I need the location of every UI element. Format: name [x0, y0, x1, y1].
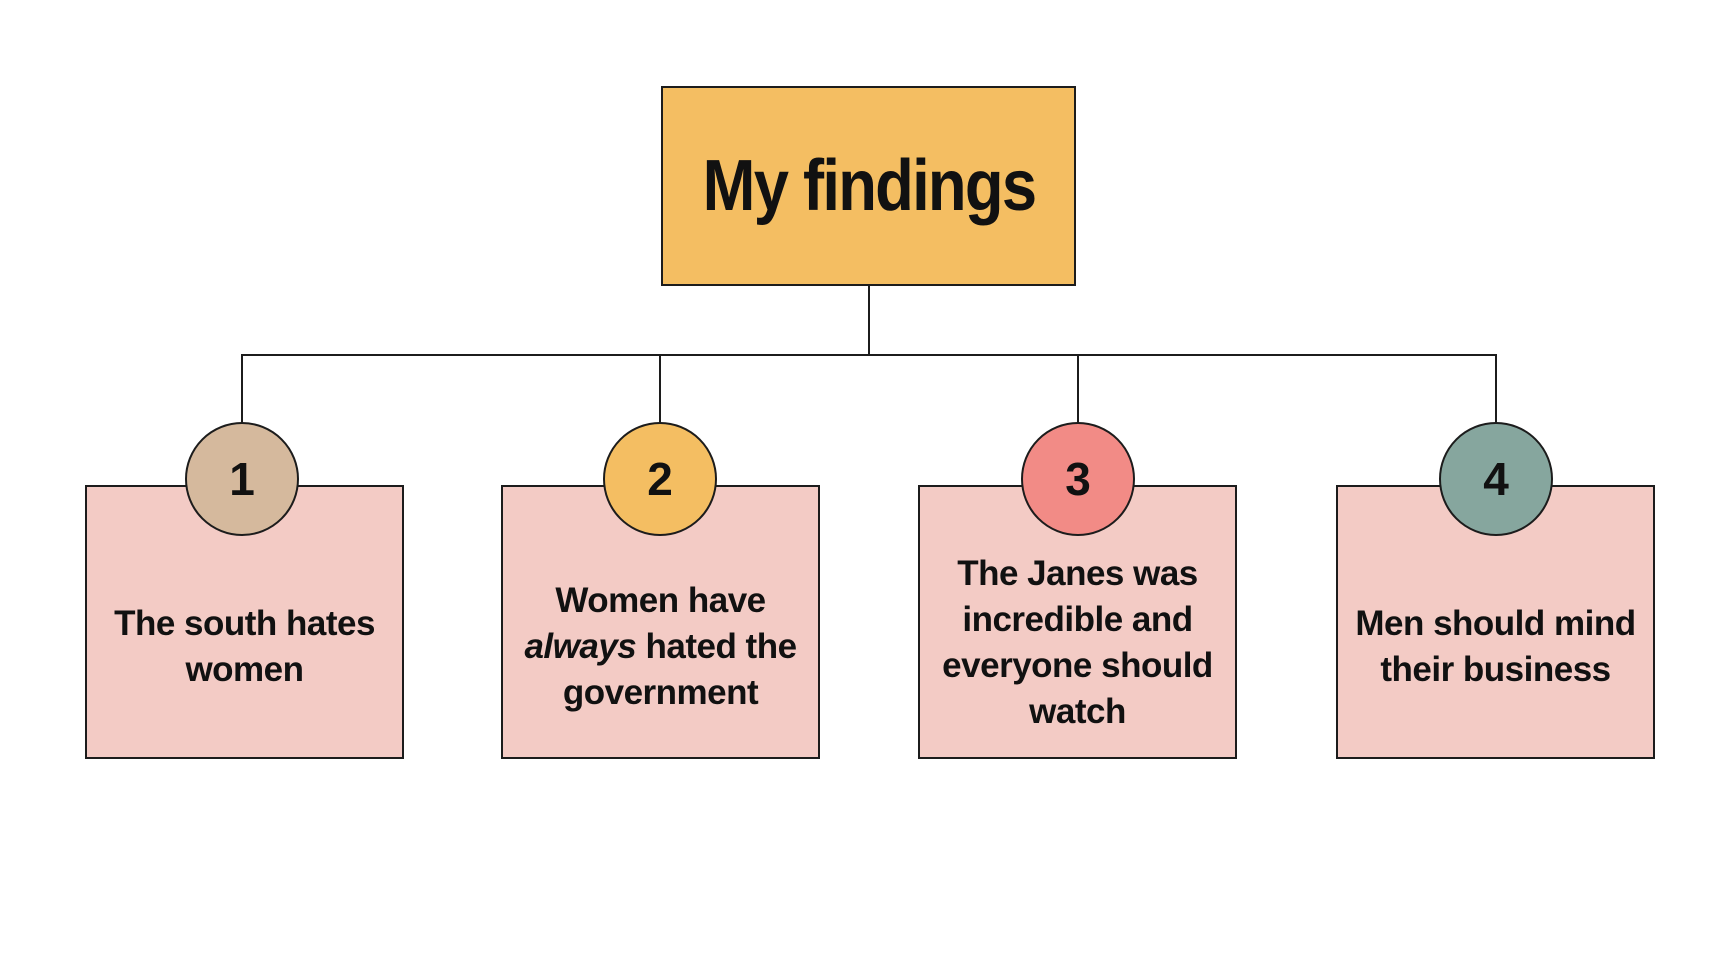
- finding-4-line-1: Men should mind: [1355, 604, 1636, 643]
- finding-2-emphasis: always: [524, 627, 637, 666]
- number-badge-2: 2: [603, 422, 717, 536]
- finding-card-1: The south hates women: [85, 485, 404, 759]
- finding-3-line-2: incredible and: [962, 600, 1193, 639]
- finding-2-line-2: always hated the: [524, 624, 797, 670]
- number-badge-4: 4: [1439, 422, 1553, 536]
- finding-card-3: The Janes was incredible and everyone sh…: [918, 485, 1237, 759]
- diagram-title: My findings: [702, 146, 1036, 226]
- finding-2-line-2-rest: hated the: [645, 627, 797, 666]
- finding-text-4: Men should mind their business: [1348, 543, 1643, 751]
- number-badge-3: 3: [1021, 422, 1135, 536]
- number-badge-1: 1: [185, 422, 299, 536]
- finding-4-line-2: their business: [1380, 650, 1611, 689]
- finding-text-3: The Janes was incredible and everyone sh…: [930, 535, 1225, 751]
- finding-3-line-3: everyone should: [942, 646, 1213, 685]
- finding-1-line-2: women: [185, 650, 304, 689]
- finding-text-2: Women have always hated the government: [513, 543, 808, 751]
- finding-3-line-4: watch: [1029, 692, 1126, 731]
- finding-card-4: Men should mind their business: [1336, 485, 1655, 759]
- finding-3-line-1: The Janes was: [957, 554, 1198, 593]
- finding-1-line-1: The south hates: [114, 604, 375, 643]
- finding-text-1: The south hates women: [97, 543, 392, 751]
- title-box: My findings: [661, 86, 1076, 286]
- finding-2-line-1: Women have: [555, 581, 766, 620]
- finding-2-line-3: government: [562, 673, 759, 712]
